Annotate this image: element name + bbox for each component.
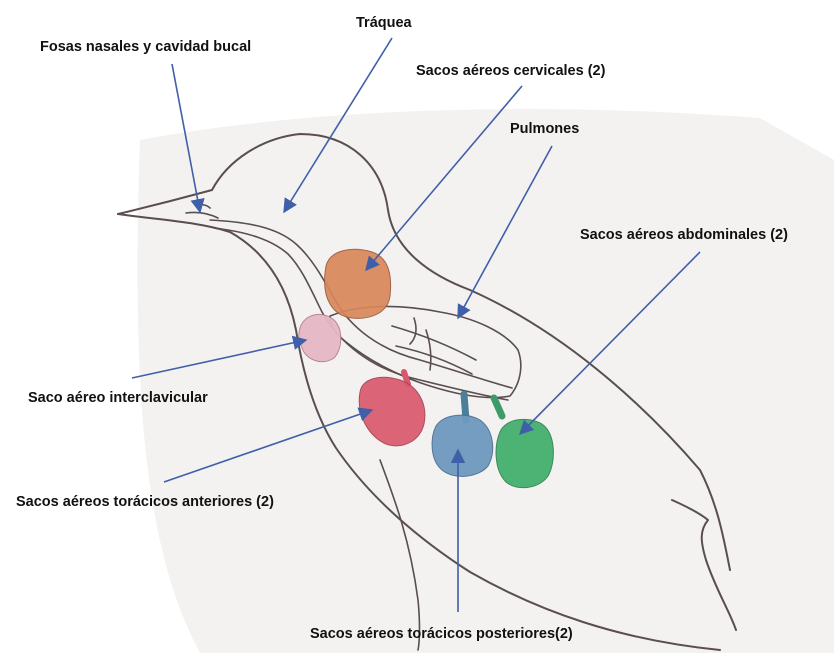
arrow-abdominales (518, 251, 701, 436)
label-arrows (131, 37, 701, 612)
throat-and-chest-outline (117, 213, 721, 651)
leg-outline (379, 459, 421, 651)
lung-bronchus-4 (409, 317, 417, 345)
arrow-interclavicular (131, 335, 308, 379)
label-toracicos-anteriores: Sacos aéreos torácicos anteriores (2) (16, 494, 274, 510)
bird-outline (117, 133, 737, 651)
head-and-back-outline (117, 133, 731, 571)
abdominal-air-sac (495, 418, 554, 489)
abdominal-sac-connector (490, 394, 506, 420)
lung-bronchus-1 (391, 325, 477, 361)
lung-bronchus-2 (395, 345, 473, 375)
lung-outline (329, 305, 522, 399)
label-traquea: Tráquea (356, 15, 413, 31)
label-cervicales: Sacos aéreos cervicales (2) (416, 63, 606, 79)
lung-bronchus-3 (425, 329, 432, 371)
arrow-traquea (283, 37, 393, 214)
arrow-cervicales (365, 85, 523, 272)
tail-outline (671, 499, 737, 631)
label-pulmones: Pulmones (510, 121, 579, 137)
label-abdominales: Sacos aéreos abdominales (2) (580, 227, 788, 243)
label-fosas: Fosas nasales y cavidad bucal (40, 39, 251, 55)
arrow-toracicos-anteriores (163, 407, 374, 483)
label-toracicos-posteriores: Sacos aéreos torácicos posteriores(2) (310, 626, 573, 642)
label-interclavicular: Saco aéreo interclavicular (28, 390, 208, 406)
labels: Fosas nasales y cavidad bucal Tráquea Sa… (16, 15, 788, 642)
anterior-thoracic-air-sac (358, 376, 426, 447)
arrow-fosas (171, 63, 205, 214)
lung (329, 305, 522, 399)
posterior-thoracic-air-sac (431, 414, 494, 477)
arrow-pulmones (457, 145, 553, 320)
cervical-air-sac (324, 248, 392, 319)
anterior-sac-connector (401, 369, 411, 387)
